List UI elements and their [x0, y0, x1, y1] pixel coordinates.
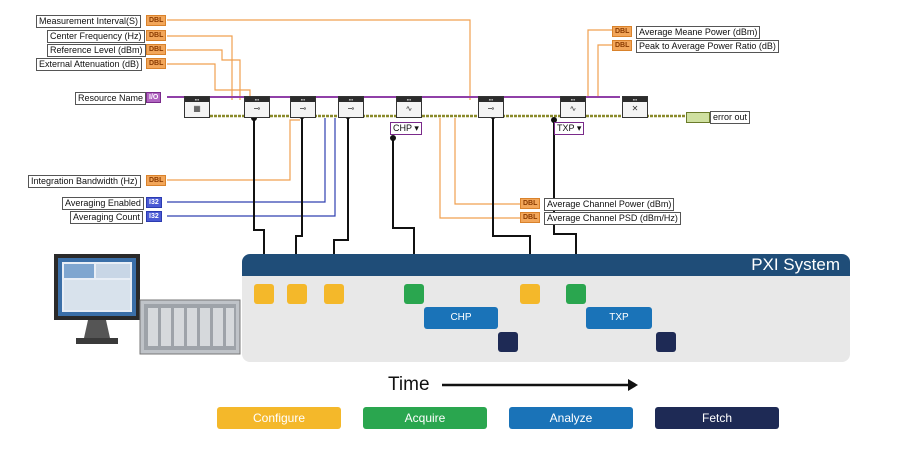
pxi-title: PXI System	[751, 255, 840, 274]
measure-subvi-icon[interactable]: ▪▪▪∿	[396, 96, 422, 118]
acquire-step	[566, 284, 586, 304]
dbl-terminal: DBL	[612, 26, 633, 37]
averaging-count-control[interactable]: Averaging Count	[70, 211, 143, 224]
dbl-terminal: DBL	[520, 212, 541, 223]
time-axis-label: Time	[388, 374, 430, 395]
txp-ring-label: TXP	[557, 123, 575, 133]
txp-ring[interactable]: TXP ▾	[554, 122, 585, 135]
configure-subvi-icon[interactable]: ▪▪▪⊸	[290, 96, 316, 118]
error-cluster-terminal	[686, 112, 710, 123]
legend-analyze: Analyze	[509, 407, 633, 429]
center-frequency-control[interactable]: Center Frequency (Hz)	[47, 30, 145, 43]
fetch-step	[498, 332, 518, 352]
peak-to-average-indicator: Peak to Average Power Ratio (dB)	[636, 40, 779, 53]
configure-step	[520, 284, 540, 304]
error-out-indicator: error out	[710, 111, 751, 124]
legend-acquire: Acquire	[363, 407, 487, 429]
initialize-subvi-icon[interactable]: ▪▪▪▦	[184, 96, 210, 118]
measure-subvi-icon[interactable]: ▪▪▪∿	[560, 96, 586, 118]
pxi-header: PXI System	[242, 254, 850, 276]
configure-step	[324, 284, 344, 304]
legend-fetch: Fetch	[655, 407, 779, 429]
pxi-computer-illustration	[54, 254, 241, 355]
close-subvi-icon[interactable]: ▪▪▪✕	[622, 96, 648, 118]
chp-ring[interactable]: CHP ▾	[390, 122, 422, 135]
avg-channel-psd-indicator: Average Channel PSD (dBm/Hz)	[544, 212, 681, 225]
chp-analyze-step: CHP	[424, 307, 498, 329]
configure-subvi-icon[interactable]: ▪▪▪⊸	[338, 96, 364, 118]
resource-name-control[interactable]: Resource Name	[75, 92, 147, 105]
fetch-step	[656, 332, 676, 352]
integration-bandwidth-control[interactable]: Integration Bandwidth (Hz)	[28, 175, 141, 188]
configure-subvi-icon[interactable]: ▪▪▪⊸	[478, 96, 504, 118]
dbl-terminal: DBL	[146, 44, 167, 55]
avg-channel-power-indicator: Average Channel Power (dBm)	[544, 198, 675, 211]
chp-ring-label: CHP	[393, 123, 412, 133]
dbl-terminal: DBL	[146, 175, 167, 186]
txp-analyze-step: TXP	[586, 307, 652, 329]
io-terminal: I/O	[146, 92, 162, 103]
averaging-enabled-control[interactable]: Averaging Enabled	[62, 197, 144, 210]
configure-step	[254, 284, 274, 304]
measurement-interval-control[interactable]: Measurement Interval(S)	[36, 15, 142, 28]
configure-subvi-icon[interactable]: ▪▪▪⊸	[244, 96, 270, 118]
dbl-terminal: DBL	[146, 30, 167, 41]
i32-terminal: I32	[146, 197, 162, 208]
dbl-terminal: DBL	[146, 15, 167, 26]
pxi-system-panel: PXI System	[242, 254, 850, 362]
i32-terminal: I32	[146, 211, 162, 222]
average-mean-power-indicator: Average Meane Power (dBm)	[636, 26, 761, 39]
dbl-terminal: DBL	[520, 198, 541, 209]
dbl-terminal: DBL	[146, 58, 167, 69]
dbl-terminal: DBL	[612, 40, 633, 51]
legend-configure: Configure	[217, 407, 341, 429]
reference-level-control[interactable]: Reference Level (dBm)	[47, 44, 146, 57]
acquire-step	[404, 284, 424, 304]
external-attenuation-control[interactable]: External Attenuation (dB)	[36, 58, 143, 71]
configure-step	[287, 284, 307, 304]
